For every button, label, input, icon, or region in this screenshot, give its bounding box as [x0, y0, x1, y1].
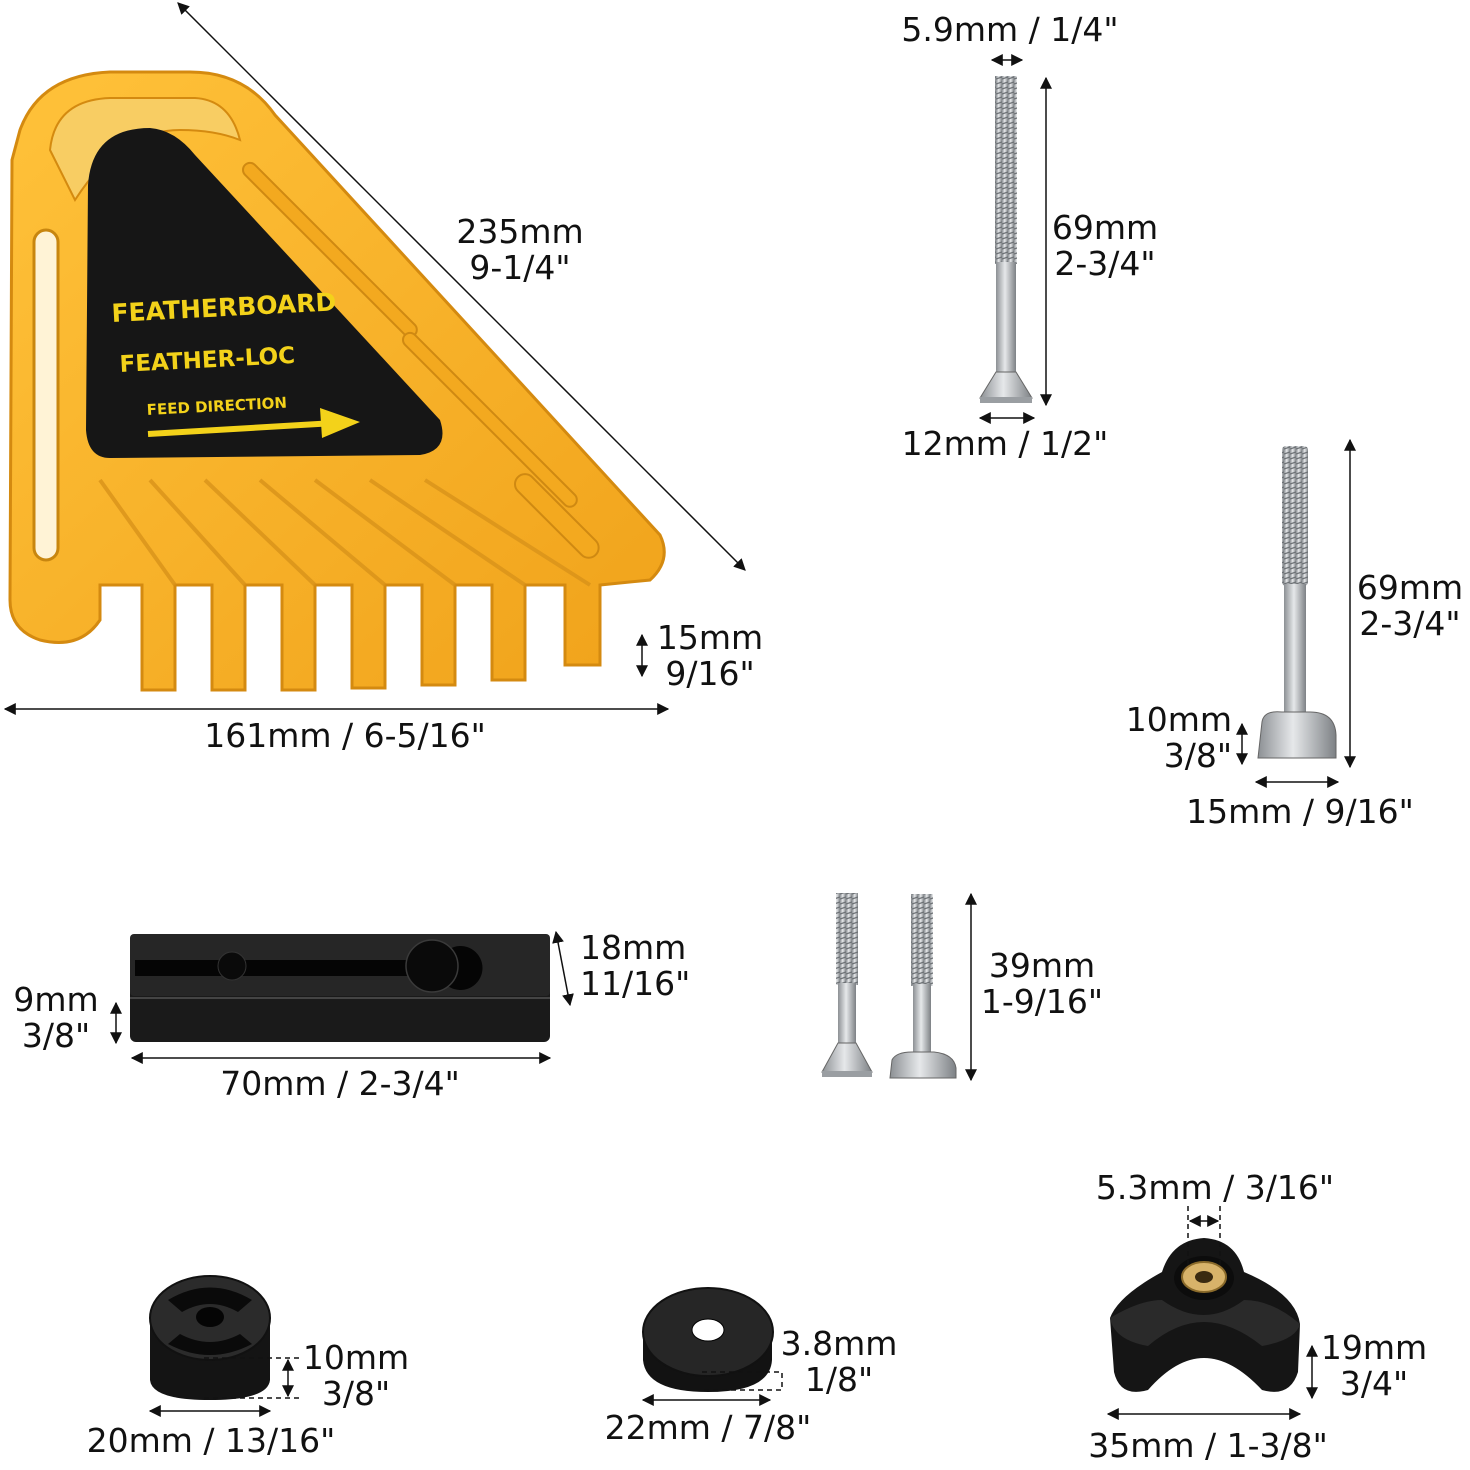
slide-bar-height-in: 11/16": [580, 964, 691, 1003]
slide-bar-dimension-lines: [110, 930, 574, 1064]
washer-thickness-label: 3.8mm 1/8": [778, 1326, 900, 1398]
t-bolt-dimension-lines: [1236, 438, 1356, 788]
knob-height-label: 19mm 3/4": [1318, 1330, 1430, 1402]
spacer-height-mm: 10mm: [302, 1338, 410, 1377]
flat-washer: [642, 1287, 774, 1392]
featherboard-thickness-label: 15mm 9/16": [650, 620, 770, 692]
featherboard-thickness-in: 9/16": [665, 654, 755, 693]
short-t-bolt: [889, 894, 957, 1079]
spacer-height-label: 10mm 3/8": [300, 1340, 412, 1412]
round-spacer: [149, 1275, 271, 1400]
countersunk-screw-length-in: 2-3/4": [1054, 244, 1156, 283]
spacer-dimension-lines: [148, 1357, 302, 1417]
spacer-diameter-label: 20mm / 13/16": [86, 1421, 336, 1460]
t-bolt-head-height-mm: 10mm: [1125, 700, 1232, 739]
t-bolt-head-height-label: 10mm 3/8": [1110, 702, 1232, 774]
three-star-knob: [1110, 1238, 1300, 1392]
featherboard-thickness-mm: 15mm: [656, 618, 764, 657]
featherboard-diagonal-in: 9-1/4": [469, 248, 571, 287]
knob-insert-label: 5.3mm / 3/16": [1095, 1168, 1335, 1207]
washer-thickness-mm: 3.8mm: [780, 1324, 898, 1363]
countersunk-screw-head-label: 12mm / 1/2": [901, 424, 1109, 463]
slide-bar-height-mm: 18mm: [580, 928, 687, 967]
t-bolt-length-in: 2-3/4": [1359, 604, 1461, 643]
spacer-height-in: 3/8": [321, 1374, 391, 1413]
countersunk-screw-long: [979, 76, 1033, 403]
washer-dimension-lines: [641, 1371, 783, 1406]
countersunk-screw-length-mm: 69mm: [1051, 208, 1159, 247]
featherboard-diagonal-mm: 235mm: [456, 212, 584, 251]
miter-slide-bar: [130, 934, 550, 1042]
featherboard-diagonal-label: 235mm 9-1/4": [440, 214, 600, 286]
slide-bar-length-label: 70mm / 2-3/4": [220, 1064, 460, 1103]
t-bolt-long: [1257, 446, 1337, 759]
slide-bar-side-mm: 9mm: [13, 980, 99, 1019]
washer-thickness-in: 1/8": [804, 1360, 874, 1399]
featherboard-width-label: 161mm / 6-5/16": [204, 716, 486, 755]
featherboard: FEATHERBOARD FEATHER-LOC FEED DIRECTION: [8, 70, 666, 692]
countersunk-screw-length-label: 69mm 2-3/4": [1040, 210, 1170, 282]
t-bolt-head-height-in: 3/8": [1163, 736, 1232, 775]
slide-bar-height-label: 18mm 11/16": [580, 930, 710, 1002]
short-screws-length-mm: 39mm: [988, 946, 1096, 985]
short-screws-length-label: 39mm 1-9/16": [978, 948, 1106, 1020]
washer-diameter-label: 22mm / 7/8": [604, 1408, 812, 1447]
slide-bar-side-label: 9mm 3/8": [4, 982, 108, 1054]
knob-height-mm: 19mm: [1320, 1328, 1428, 1367]
short-screws-length-in: 1-9/16": [980, 982, 1104, 1021]
knob-dimension-lines: [1106, 1206, 1318, 1420]
countersunk-screw-shank-label: 5.9mm / 1/4": [901, 10, 1119, 49]
slide-bar-side-in: 3/8": [21, 1016, 91, 1055]
t-bolt-length-label: 69mm 2-3/4": [1350, 570, 1470, 642]
t-bolt-length-mm: 69mm: [1356, 568, 1464, 607]
knob-height-in: 3/4": [1339, 1364, 1409, 1403]
knob-width-label: 35mm / 1-3/8": [1088, 1426, 1328, 1465]
short-countersunk-screw: [821, 893, 873, 1077]
t-bolt-head-width-label: 15mm / 9/16": [1186, 792, 1414, 831]
featherboard-dimension-lines: [3, 2, 746, 715]
countersunk-screw-dimension-lines: [978, 54, 1052, 424]
